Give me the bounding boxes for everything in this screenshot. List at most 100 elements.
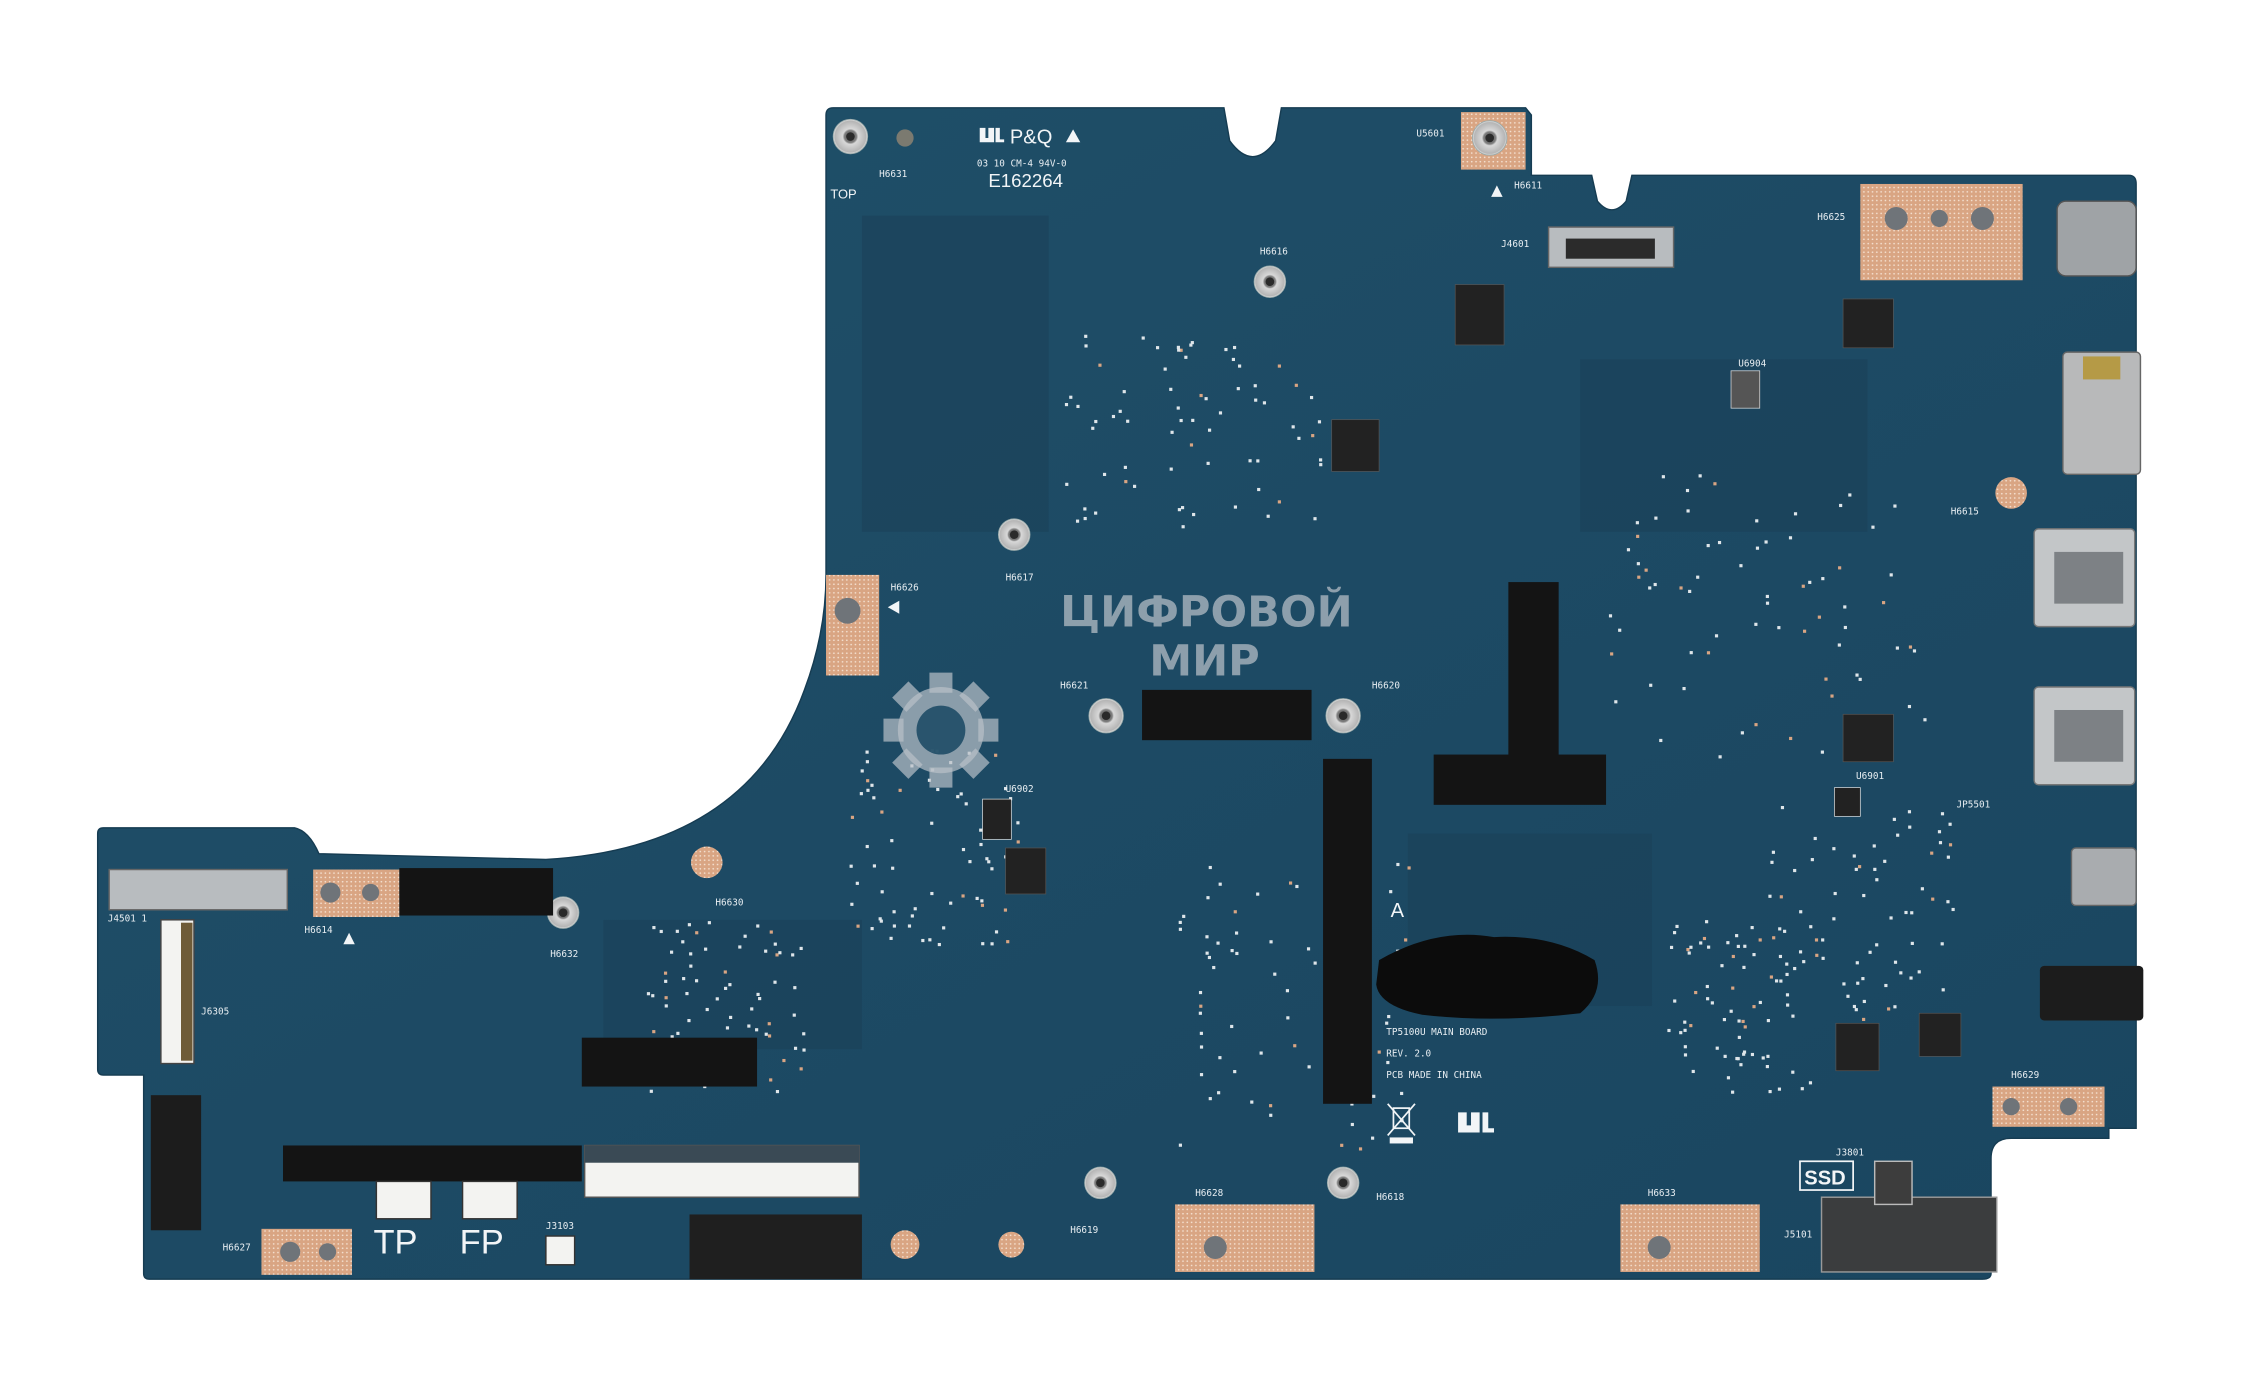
refdes-label: J5101 <box>1784 1229 1812 1240</box>
smd-component <box>1778 954 1783 959</box>
smd-component <box>1855 673 1859 677</box>
smd-component <box>1233 505 1238 509</box>
smd-component <box>1177 348 1181 352</box>
triangle-marker-icon <box>887 600 900 614</box>
smd-component <box>866 779 870 783</box>
smd-component <box>1714 634 1719 638</box>
smd-component <box>1820 750 1824 754</box>
smd-component <box>1141 336 1145 340</box>
smd-component <box>651 994 655 998</box>
gear-tooth <box>892 748 923 779</box>
gear-tooth <box>959 681 990 712</box>
copper-pad <box>1620 1204 1760 1272</box>
copper-ring <box>998 1231 1025 1258</box>
smd-component <box>1306 947 1311 951</box>
gear-tooth <box>959 748 990 779</box>
smd-component <box>664 996 668 1000</box>
smd-component <box>1233 910 1237 914</box>
smd-component <box>1083 507 1087 511</box>
smd-component <box>1895 646 1899 650</box>
hdmi-port <box>2062 351 2142 476</box>
smd-component <box>681 940 685 944</box>
smd-component <box>778 951 782 955</box>
smd-component <box>1189 343 1193 347</box>
refdes-label: H6615 <box>1951 507 1979 518</box>
smd-component <box>892 910 896 914</box>
smd-component <box>1852 1004 1857 1009</box>
smd-component <box>1170 430 1174 434</box>
smd-component <box>1313 961 1317 965</box>
smd-component <box>1842 982 1846 986</box>
smd-component <box>802 1032 806 1036</box>
smd-component <box>1793 512 1798 516</box>
smd-component <box>1294 383 1298 387</box>
smd-component <box>1122 390 1126 394</box>
smd-component <box>1858 865 1862 869</box>
smd-component <box>1169 387 1173 391</box>
smd-component <box>1003 908 1008 912</box>
smd-component <box>1230 1024 1234 1029</box>
smd-component <box>1689 1024 1693 1028</box>
smd-component <box>659 929 663 934</box>
ic-chip <box>982 798 1012 840</box>
refdes-label: J3801 <box>1836 1148 1864 1159</box>
micro-sd-port <box>2070 847 2137 907</box>
smd-component <box>1774 979 1779 983</box>
smd-component <box>1768 894 1772 898</box>
smd-component <box>980 903 985 907</box>
smd-component <box>1777 1087 1782 1091</box>
refdes-label: H6633 <box>1648 1188 1676 1199</box>
smd-component <box>1016 840 1020 844</box>
smd-component <box>1752 953 1756 957</box>
copper-pad <box>261 1228 352 1275</box>
smd-component <box>1176 345 1180 349</box>
smd-component <box>1862 893 1866 898</box>
smd-component <box>878 917 882 921</box>
smd-component <box>1291 425 1295 429</box>
smd-component <box>1799 910 1803 914</box>
smd-component <box>1808 1081 1813 1085</box>
smd-component <box>1653 582 1657 587</box>
smd-component <box>1262 401 1267 405</box>
refdes-label: H6632 <box>550 949 578 960</box>
smd-component <box>764 949 768 953</box>
smd-component <box>723 970 727 974</box>
smd-component <box>985 857 989 861</box>
smd-component <box>1686 948 1690 952</box>
smd-component <box>1218 1056 1222 1060</box>
smd-component <box>1893 1005 1897 1009</box>
smd-component <box>1236 387 1240 391</box>
brand-marking: P&Q <box>1010 127 1052 149</box>
refdes-label: H6625 <box>1817 212 1845 223</box>
smd-component <box>1206 461 1210 465</box>
smd-component <box>865 760 869 764</box>
j3103-connector <box>545 1235 576 1266</box>
smd-component <box>1705 920 1709 924</box>
smd-component <box>907 924 912 928</box>
smd-component <box>1266 514 1270 518</box>
smd-component <box>1098 363 1102 367</box>
smd-component <box>670 1035 674 1039</box>
smd-component <box>1218 411 1223 415</box>
smd-component <box>1404 938 1408 942</box>
smd-component <box>1230 949 1234 953</box>
side-marking: A <box>1391 900 1405 922</box>
smd-component <box>870 927 874 931</box>
smd-component <box>1198 990 1203 995</box>
smd-component <box>850 815 855 819</box>
smd-component <box>1893 504 1897 508</box>
smd-component <box>1889 573 1893 577</box>
smd-component <box>1707 945 1711 949</box>
smd-component <box>1909 976 1913 980</box>
smd-component <box>959 792 963 796</box>
smd-component <box>1798 950 1803 954</box>
smd-component <box>1350 1102 1354 1106</box>
smd-component <box>1094 419 1098 424</box>
smd-component <box>725 1026 730 1030</box>
smd-component <box>1839 503 1843 508</box>
smd-component <box>1941 988 1945 992</box>
smd-component <box>1896 833 1900 837</box>
smd-component <box>1191 418 1195 422</box>
smd-component <box>1718 755 1722 759</box>
smd-component <box>799 1067 803 1071</box>
